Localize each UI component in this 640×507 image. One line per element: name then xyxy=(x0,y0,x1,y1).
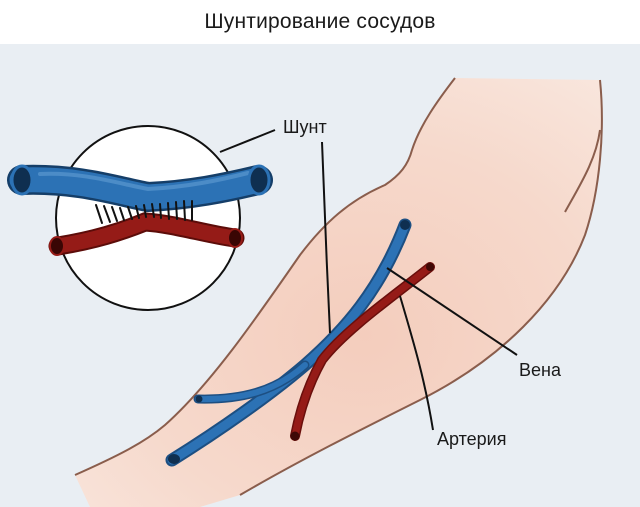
elbow-crease xyxy=(564,129,601,213)
vein-branch-end xyxy=(195,395,203,403)
forearm-outline-upper xyxy=(239,79,603,496)
leader-vein xyxy=(386,267,518,356)
shunt-label: Шунт xyxy=(283,117,327,137)
inset-artery-end-right xyxy=(227,228,243,248)
leader-lines xyxy=(219,129,518,431)
inset-vein-fill xyxy=(9,167,271,210)
diagram-illustration xyxy=(0,44,640,507)
inset-vein-highlight xyxy=(38,171,250,192)
vein-label: Вена xyxy=(519,360,561,380)
suture-stitches xyxy=(95,200,193,224)
vein-end-lower xyxy=(168,454,180,464)
leader-inset xyxy=(219,129,276,153)
diagram-title: Шунтирование сосудов xyxy=(204,10,436,33)
inset-vein-end-right xyxy=(247,164,271,196)
inset-artery-end-left xyxy=(49,236,65,256)
artery-label: Артерия xyxy=(437,429,507,449)
leader-artery xyxy=(399,295,434,431)
artery-end-lower xyxy=(290,431,300,441)
artery-main-fill xyxy=(291,263,434,440)
vein-branch-fill xyxy=(195,362,308,403)
artery-vessel xyxy=(290,262,435,441)
title-bar: Шунтирование сосудов xyxy=(0,0,640,44)
inset-vein-end-left xyxy=(10,164,34,196)
leader-shunt xyxy=(321,141,331,334)
forearm-outline-lower xyxy=(74,77,456,476)
vein-end-upper xyxy=(400,220,410,230)
inset-artery-fill xyxy=(50,214,243,254)
magnified-anastomosis-icon xyxy=(7,125,273,311)
vein-vessels xyxy=(165,218,412,467)
artery-end-upper xyxy=(426,263,434,271)
